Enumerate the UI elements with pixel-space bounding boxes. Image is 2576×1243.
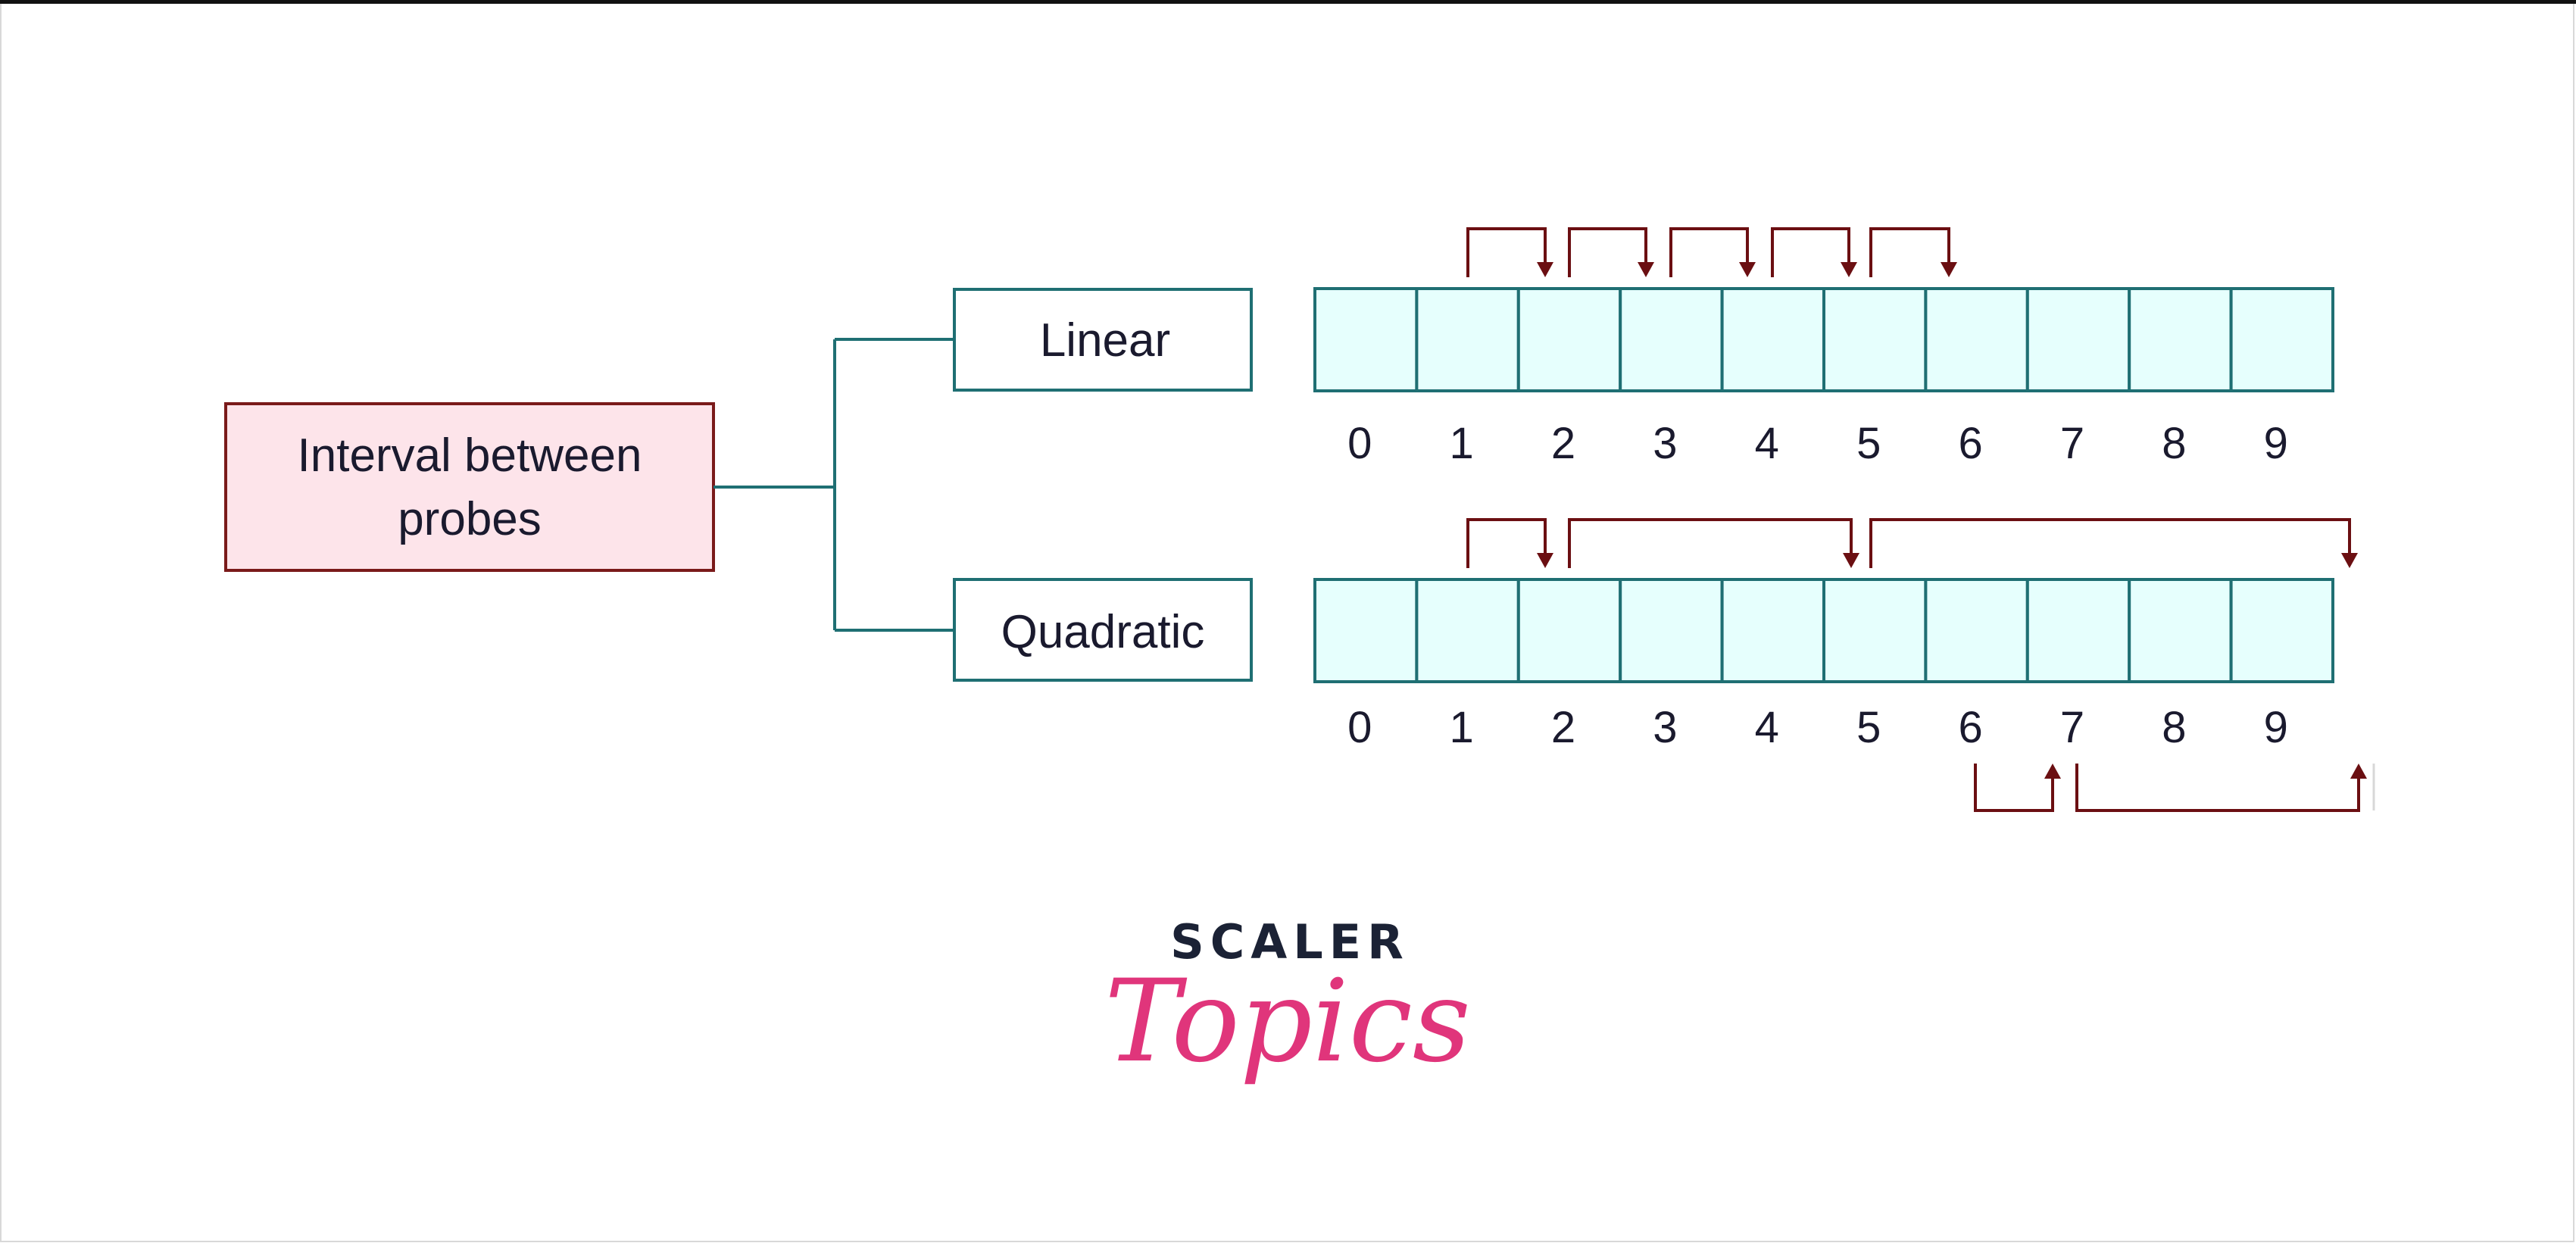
quadratic-array <box>1313 578 2335 683</box>
linear-index-6: 6 <box>1958 419 1982 468</box>
quadratic-index-3: 3 <box>1653 703 1677 752</box>
quadratic-wrap-arrow-2 <box>2075 764 2360 812</box>
logo-sub-text: Topics <box>1104 956 1471 1088</box>
linear-array <box>1313 287 2335 392</box>
linear-probe-arrow-5-head <box>1941 262 1957 277</box>
linear-index-2: 2 <box>1551 419 1575 468</box>
tree-connectors <box>713 338 954 632</box>
frame-border <box>0 4 2574 1242</box>
quadratic-box <box>953 578 1253 682</box>
linear-index-9: 9 <box>2264 419 2288 468</box>
linear-cell-5 <box>1822 287 1928 392</box>
quadratic-probe-arrow-3 <box>1869 518 2351 568</box>
quadratic-index-5: 5 <box>1856 703 1881 752</box>
linear-index-8: 8 <box>2162 419 2186 468</box>
root-label-line2: probes <box>398 493 542 545</box>
quadratic-probe-arrow-2 <box>1568 518 1853 568</box>
quadratic-cell-2 <box>1516 578 1622 683</box>
linear-probe-arrows <box>1466 227 1957 277</box>
linear-cell-4 <box>1720 287 1826 392</box>
linear-cell-3 <box>1619 287 1724 392</box>
linear-probe-arrow-5 <box>1869 227 1950 277</box>
linear-cell-2 <box>1516 287 1622 392</box>
linear-cell-9 <box>2229 287 2335 392</box>
quadratic-wrap-arrow-2-head <box>2350 764 2367 779</box>
quadratic-cell-1 <box>1415 578 1520 683</box>
root-box <box>224 402 715 572</box>
linear-cell-0 <box>1313 287 1419 392</box>
quadratic-probe-arrow-1-head <box>1537 553 1553 568</box>
linear-probe-arrow-2-head <box>1638 262 1654 277</box>
quadratic-cell-6 <box>1924 578 2029 683</box>
linear-probe-arrow-4 <box>1771 227 1850 277</box>
linear-probe-arrow-2 <box>1568 227 1647 277</box>
linear-cell-6 <box>1924 287 2029 392</box>
quadratic-index-0: 0 <box>1347 703 1372 752</box>
quadratic-cell-5 <box>1822 578 1928 683</box>
quadratic-cell-4 <box>1720 578 1826 683</box>
linear-index-0: 0 <box>1347 419 1372 468</box>
linear-label: Linear <box>1040 314 1170 367</box>
quadratic-index-row: 0 1 2 3 4 5 6 7 8 9 <box>1347 703 2288 752</box>
quadratic-index-6: 6 <box>1958 703 1982 752</box>
quadratic-probe-arrow-1 <box>1466 518 1547 568</box>
linear-index-3: 3 <box>1653 419 1677 468</box>
linear-box <box>953 288 1253 392</box>
linear-probe-arrow-3-head <box>1739 262 1756 277</box>
linear-node: Linear <box>953 288 1253 392</box>
quadratic-index-2: 2 <box>1551 703 1575 752</box>
quadratic-label: Quadratic <box>1001 606 1205 658</box>
quadratic-index-4: 4 <box>1755 703 1779 752</box>
linear-probe-arrow-4-head <box>1841 262 1857 277</box>
quadratic-wrap-arrow-1 <box>1974 764 2054 812</box>
top-border <box>0 0 2576 4</box>
linear-index-5: 5 <box>1856 419 1881 468</box>
linear-cell-1 <box>1415 287 1520 392</box>
linear-index-7: 7 <box>2060 419 2084 468</box>
quadratic-cell-9 <box>2229 578 2335 683</box>
root-node: Interval between probes <box>224 402 715 572</box>
quadratic-cell-8 <box>2128 578 2233 683</box>
quadratic-node: Quadratic <box>953 578 1253 682</box>
linear-cell-8 <box>2128 287 2233 392</box>
quadratic-index-1: 1 <box>1449 703 1473 752</box>
linear-cell-7 <box>2025 287 2131 392</box>
linear-index-row: 0 1 2 3 4 5 6 7 8 9 <box>1347 419 2288 468</box>
linear-index-1: 1 <box>1449 419 1473 468</box>
linear-probe-arrow-3 <box>1669 227 1749 277</box>
linear-probe-arrow-1 <box>1466 227 1547 277</box>
quadratic-index-8: 8 <box>2162 703 2186 752</box>
quadratic-cell-7 <box>2025 578 2131 683</box>
quadratic-cell-3 <box>1619 578 1724 683</box>
quadratic-wrap-arrow-1-head <box>2044 764 2061 779</box>
linear-probe-arrow-1-head <box>1537 262 1553 277</box>
linear-index-4: 4 <box>1755 419 1779 468</box>
quadratic-index-9: 9 <box>2264 703 2288 752</box>
scaler-topics-logo: SCALER Topics <box>1104 914 1471 1088</box>
quadratic-index-7: 7 <box>2060 703 2084 752</box>
quadratic-cell-0 <box>1313 578 1419 683</box>
quadratic-probe-arrows <box>1466 518 2375 812</box>
logo-main-text: SCALER <box>1170 914 1410 970</box>
root-label-line1: Interval between <box>298 429 642 482</box>
quadratic-probe-arrow-3-head <box>2341 553 2358 568</box>
quadratic-probe-arrow-2-head <box>1843 553 1859 568</box>
